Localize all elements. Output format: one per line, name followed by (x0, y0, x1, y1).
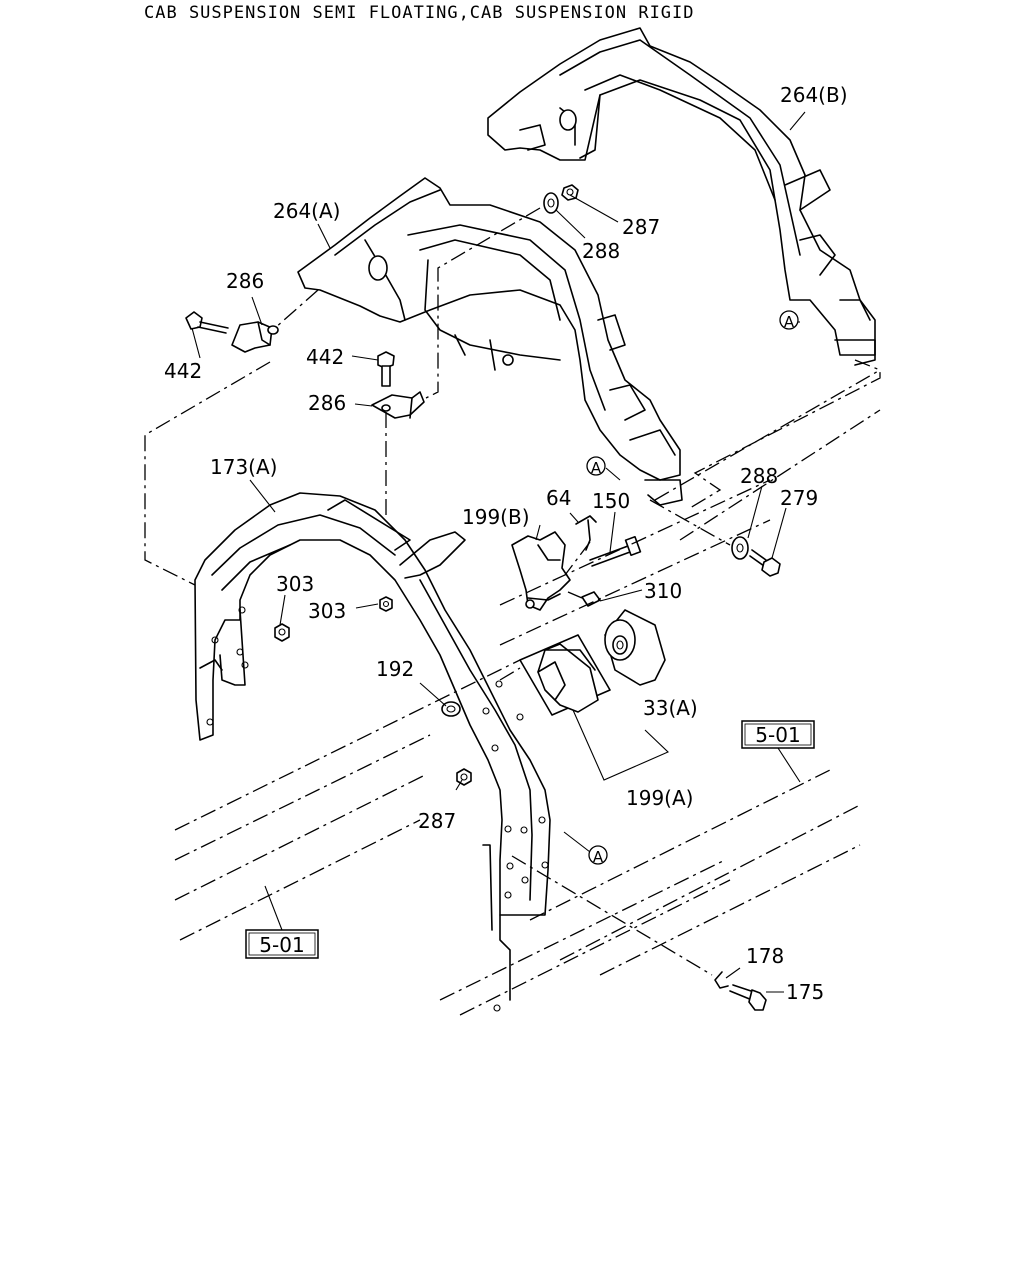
callout-288-upper: 288 (582, 239, 620, 263)
callout-287-lower: 287 (418, 809, 456, 833)
collar-192 (441, 701, 461, 717)
callout-178: 178 (746, 944, 784, 968)
callout-442-upper: 442 (164, 359, 202, 383)
callout-310: 310 (644, 579, 682, 603)
callout-286-lower: 286 (308, 391, 346, 415)
callout-199b: 199(B) (462, 505, 530, 529)
nut-303-left (274, 623, 290, 642)
callout-264a: 264(A) (273, 199, 340, 223)
bracket-286-upper (231, 321, 279, 353)
callout-288-lower: 288 (740, 464, 778, 488)
stay-173a (194, 492, 551, 916)
svg-text:A: A (591, 459, 602, 477)
callout-199a: 199(A) (626, 786, 693, 810)
callout-286-upper: 286 (226, 269, 264, 293)
callout-303-lower: 303 (308, 599, 346, 623)
callout-33a: 33(A) (643, 696, 698, 720)
callout-labels: 264(B) 264(A) 287 288 286 442 442 286 17… (164, 83, 848, 1004)
nut-287-lower (456, 768, 472, 786)
rubber-mount-33a (604, 609, 666, 686)
circle-mark-a-2: A (586, 456, 606, 477)
callout-64: 64 (546, 486, 571, 510)
bracket-264b (487, 27, 876, 366)
clip-310 (581, 591, 601, 607)
washer-288-lower (731, 536, 749, 560)
svg-text:A: A (784, 313, 795, 331)
diagram-title: CAB SUSPENSION SEMI FLOATING,CAB SUSPENS… (144, 3, 695, 23)
callout-150: 150 (592, 489, 630, 513)
svg-text:5-01: 5-01 (259, 933, 304, 957)
callout-303-upper: 303 (276, 572, 314, 596)
bracket-286-lower (371, 391, 425, 419)
svg-text:5-01: 5-01 (755, 723, 800, 747)
bracket-264a (297, 177, 683, 506)
bolt-279 (749, 549, 781, 577)
circle-mark-a-3: A (588, 845, 608, 866)
callout-173a: 173(A) (210, 455, 277, 479)
clip-178 (714, 971, 729, 989)
callout-175: 175 (786, 980, 824, 1004)
callout-264b: 264(B) (780, 83, 848, 107)
pin-64 (575, 515, 597, 551)
bolt-175 (729, 984, 767, 1011)
bracket-199b (511, 531, 571, 611)
svg-text:A: A (593, 848, 604, 866)
sleeve-199a (519, 634, 611, 716)
leader-lines (144, 111, 881, 993)
ref-box-5-01-left: 5-01 (245, 929, 319, 959)
callout-442-lower: 442 (306, 345, 344, 369)
callout-192: 192 (376, 657, 414, 681)
nut-303-right (379, 596, 393, 612)
callout-287-upper: 287 (622, 215, 660, 239)
frame-rails (174, 369, 881, 1016)
callout-279: 279 (780, 486, 818, 510)
washer-288-upper (543, 192, 559, 214)
bolt-150 (589, 535, 642, 567)
ref-box-5-01-right: 5-01 (741, 720, 815, 749)
circle-mark-a-1: A (779, 310, 799, 331)
bolt-442-lower (377, 351, 395, 387)
bolt-442-upper (185, 311, 229, 334)
